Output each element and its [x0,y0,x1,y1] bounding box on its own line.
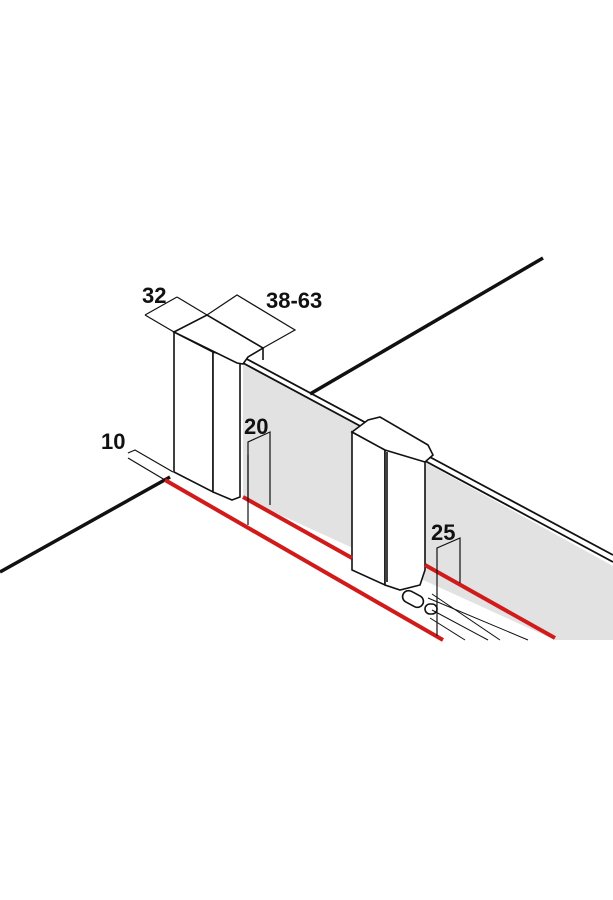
dimension-label-32: 32 [142,283,166,308]
wall-profile [172,314,265,501]
dimension-lines [127,294,461,636]
dimension-label-25: 25 [431,520,455,545]
dimension-label-38-63: 38-63 [266,288,322,313]
dimension-label-10: 10 [101,429,125,454]
walls [0,256,544,574]
dimension-label-20: 20 [244,414,268,439]
sliding-door-profile [350,416,438,615]
floor-guide-lines [427,593,529,641]
side-wall-line [0,475,171,574]
floor-markers [164,478,556,642]
sliding-glass-floor-line [424,563,556,640]
wall-profile-floor-line [164,478,444,642]
fixed-glass-floor-line [242,495,353,560]
back-wall-line [309,256,544,396]
glass-panel [243,362,613,640]
